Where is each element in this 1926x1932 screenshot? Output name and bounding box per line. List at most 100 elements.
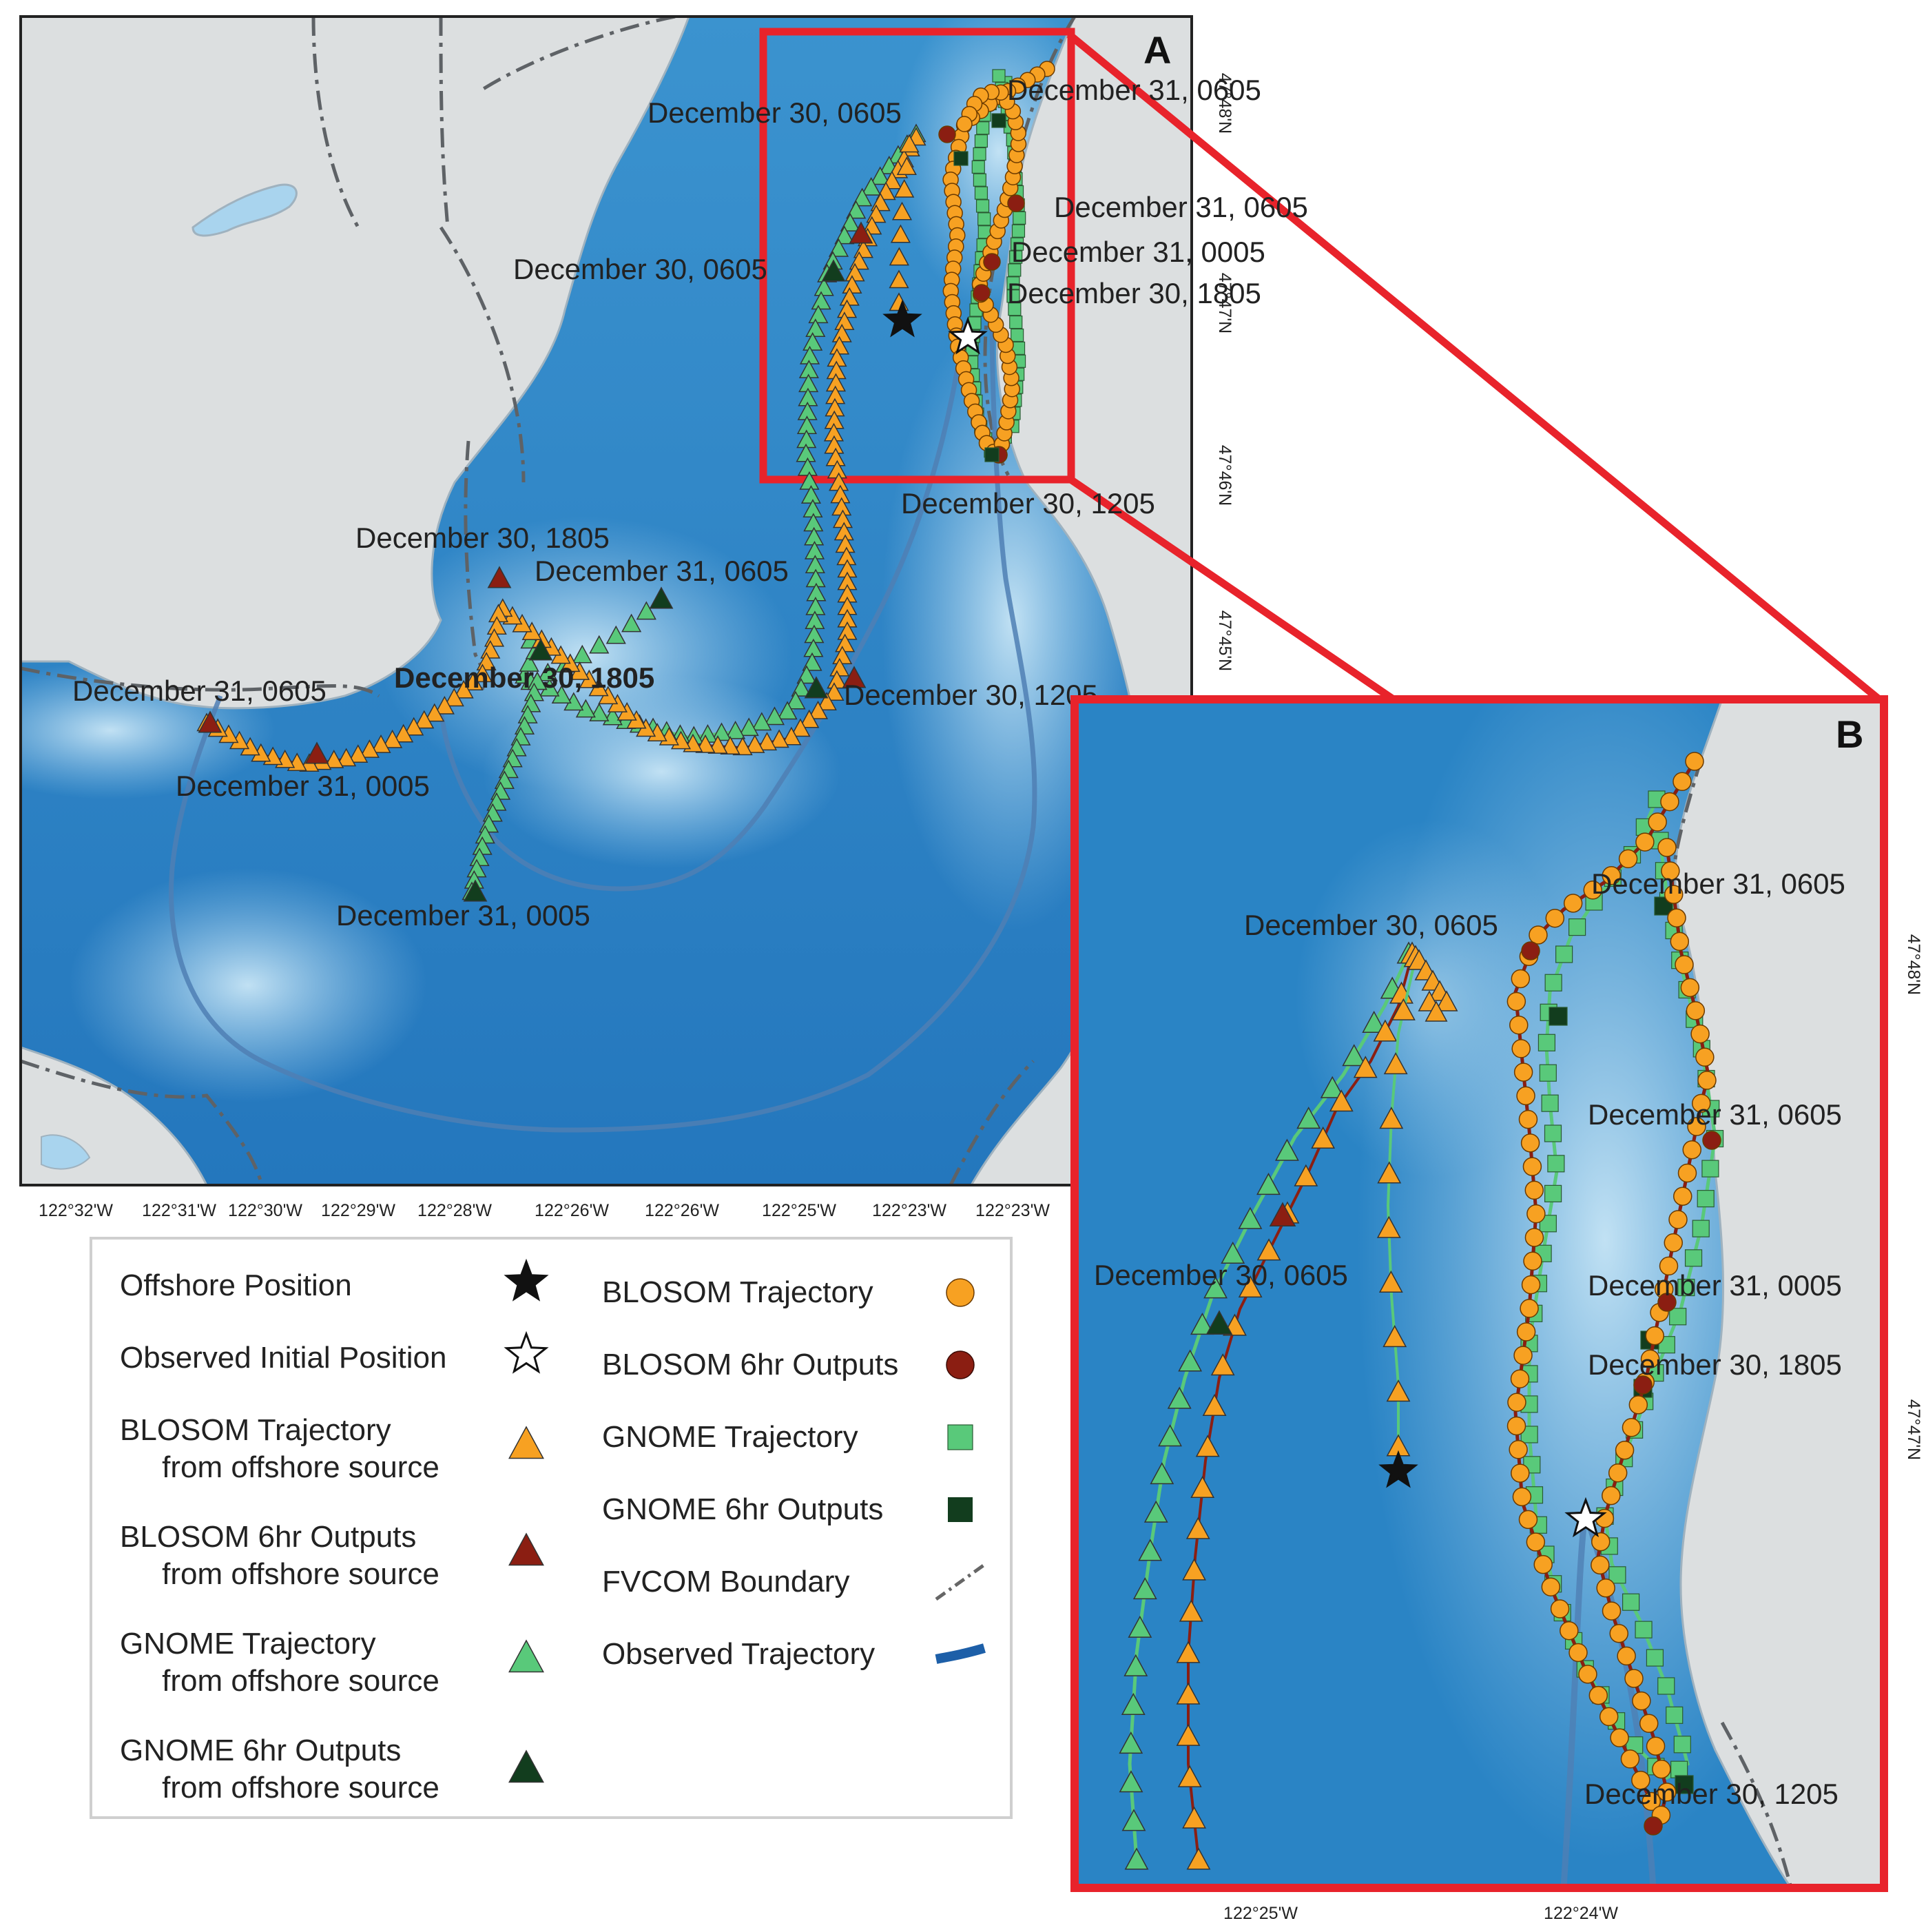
blosom-circle-b [1523, 1251, 1542, 1271]
panel-b-date-label: December 31, 0605 [1591, 867, 1845, 900]
panel-a-date-label: December 30, 1205 [901, 487, 1155, 520]
observed-trajectory-a [169, 309, 1037, 1133]
gnome-square-b [1539, 1064, 1557, 1082]
panel-a-border [19, 15, 1193, 1186]
blosom-circle-b [1524, 1228, 1544, 1247]
blosom-circle-b [1563, 894, 1583, 913]
gnome-square-b [1692, 1220, 1710, 1237]
gnome-offshore-triangle-b [1143, 1500, 1168, 1523]
blosom-circle-b [1691, 1093, 1711, 1113]
gnome-square [973, 173, 986, 187]
panel-a-longitude-label: 122°30'W [228, 1201, 302, 1220]
gnome-offshore-triangle [828, 238, 849, 257]
blosom-circle-b [1509, 1440, 1528, 1459]
panel-a-date-label: December 30, 0605 [513, 253, 767, 285]
blosom-offshore-triangle [359, 739, 380, 758]
panel-a-date-label: December 30, 1205 [844, 679, 1098, 711]
gnome-offshore-triangle-b [1190, 1313, 1214, 1335]
blosom-circle-b [1512, 1487, 1532, 1507]
gnome-square-b [1666, 1706, 1684, 1724]
blosom-offshore-triangle [899, 134, 920, 153]
gnome-6hr-square [953, 151, 969, 166]
legend-left-label: GNOME Trajectory from offshore source [120, 1627, 439, 1698]
gnome-square [1009, 315, 1023, 329]
blosom-6hr-circle-b [1702, 1131, 1721, 1150]
blosom-offshore-triangle-b [1182, 1806, 1207, 1829]
blosom-circle-b [1675, 955, 1694, 974]
blosom-6hr-circle [973, 284, 991, 302]
panel-a-longitude-label: 122°32'W [39, 1201, 113, 1220]
blosom-offshore-triangle [434, 695, 455, 715]
gnome-offshore-triangle [572, 644, 592, 664]
gnome-offshore-triangle [519, 653, 539, 672]
gnome-offshore-triangle-b [1238, 1206, 1263, 1229]
gnome-6hr-square [991, 113, 1006, 128]
blosom-offshore-triangle-b [1376, 1215, 1401, 1238]
blosom-circle-b [1657, 1782, 1677, 1802]
blosom-offshore-triangle [393, 723, 414, 743]
gnome-square-b [1547, 1155, 1565, 1173]
panel-b-border [1070, 695, 1888, 1892]
blosom-offshore-triangle [414, 710, 435, 729]
legend-green-triangle [508, 1639, 544, 1673]
blosom-circle-b [1510, 1369, 1530, 1388]
panel-a-longitude-label: 122°26'W [645, 1201, 719, 1220]
panel-a-date-label: December 30, 1805 [394, 661, 654, 694]
gnome-square [973, 147, 986, 161]
panel-b-date-label: December 31, 0605 [1588, 1098, 1842, 1131]
blosom-offshore-triangle [371, 734, 391, 753]
legend-right-label: FVCOM Boundary [602, 1565, 850, 1599]
blosom-offshore-triangle-b [1391, 998, 1416, 1020]
blosom-offshore-triangle-b [1179, 1599, 1203, 1622]
blosom-circle-b [1509, 1015, 1529, 1035]
gnome-square [1008, 263, 1022, 277]
blosom-circle-b [1615, 1440, 1635, 1460]
blosom-circle-b [1511, 1463, 1530, 1483]
blosom-circle-b [1640, 1349, 1660, 1369]
gnome-square-b [1684, 1249, 1703, 1267]
panel-a-latitude-label: 47°48'N [1215, 73, 1234, 134]
blosom-circle-b [1660, 792, 1679, 812]
blosom-circle-b [1583, 881, 1603, 900]
blosom-circle-b [1529, 925, 1548, 945]
offshore-position-star-b [1378, 1450, 1418, 1488]
blosom-offshore-triangle [890, 224, 911, 243]
blosom-offshore-triangle [336, 748, 357, 767]
panel-b-longitude-label: 122°24'W [1544, 1904, 1618, 1923]
panel-a-date-label: December 30, 1805 [355, 522, 610, 554]
legend-left-symbol [499, 1743, 554, 1791]
blosom-offshore-triangle-b [1176, 1723, 1201, 1746]
blosom-circle-b [1608, 1463, 1628, 1483]
blosom-offshore-triangle [444, 688, 464, 707]
gnome-offshore-triangle [785, 690, 806, 710]
blosom-circle-b [1578, 1665, 1597, 1684]
gnome-square-b [1520, 1426, 1538, 1443]
panel-a-latitude-label: 47°45'N [1215, 610, 1234, 671]
gnome-offshore-triangle [537, 662, 558, 681]
gnome-offshore-triangle [834, 225, 855, 245]
gnome-offshore-triangle-b [1158, 1424, 1182, 1447]
gnome-offshore-triangle [636, 601, 656, 620]
legend-orange-triangle [508, 1426, 544, 1459]
blosom-offshore-triangle [453, 679, 474, 699]
blosom-circle-b [1518, 1109, 1538, 1129]
blosom-offshore-triangle-b [1329, 1089, 1354, 1112]
blosom-offshore-6hr-triangle [198, 710, 222, 733]
legend-right-symbol [933, 1486, 988, 1534]
panel-a-date-label: December 30, 1805 [1007, 277, 1261, 309]
gnome-square [974, 134, 988, 148]
gnome-square-b [1622, 1593, 1640, 1611]
gnome-offshore-triangle [764, 706, 785, 726]
blosom-offshore-6hr-triangle [304, 741, 329, 764]
blosom-circle-b [1602, 1486, 1621, 1505]
gnome-offshore-triangle-b [1121, 1809, 1146, 1831]
blosom-circle-b [1639, 1714, 1659, 1734]
blosom-circle-b [1632, 1691, 1651, 1711]
blosom-offshore-triangle-b [1435, 990, 1458, 1011]
panel-a-date-label: December 31, 0605 [1054, 191, 1308, 223]
blosom-circle-b [1522, 1157, 1542, 1176]
blosom-circle-b [1533, 1554, 1553, 1574]
gnome-square-b [1670, 1760, 1688, 1778]
blosom-6hr-circle-b [1521, 941, 1540, 960]
